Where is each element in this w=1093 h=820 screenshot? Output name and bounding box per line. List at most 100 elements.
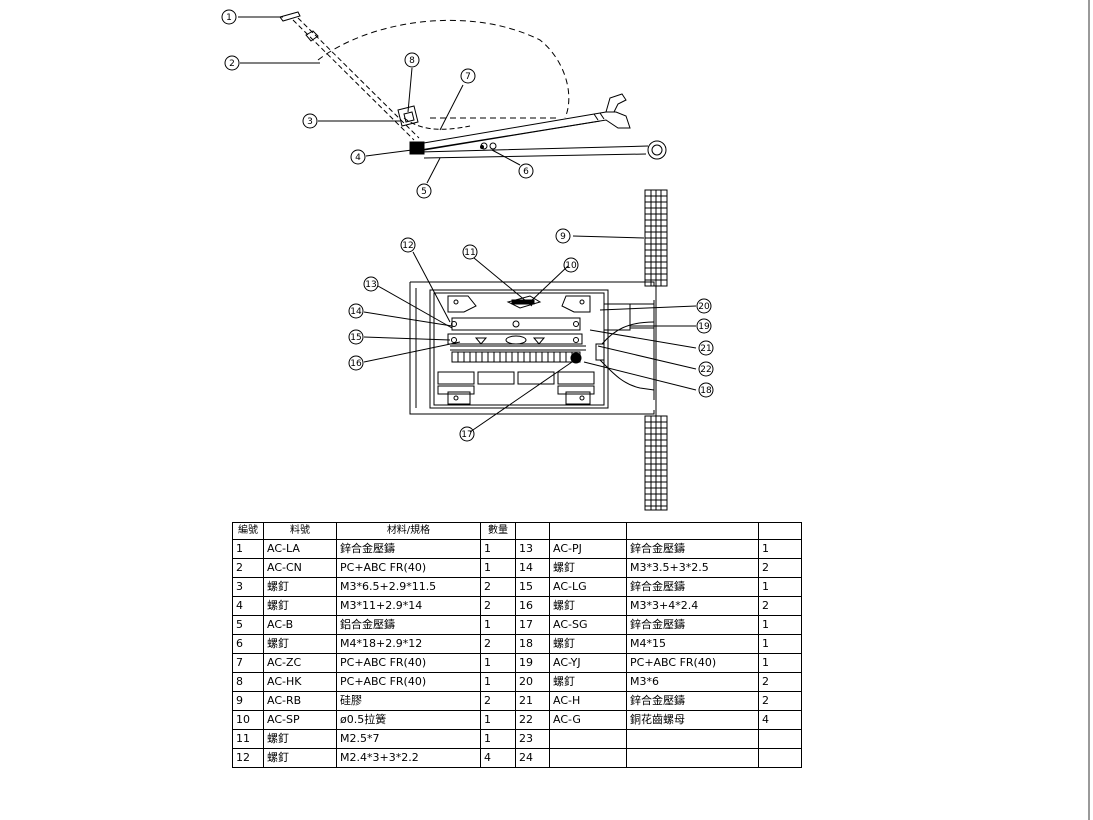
- callout-15: 15: [348, 329, 364, 345]
- table-row: 12 螺釘 M2.4*3+3*2.2 4 24: [232, 748, 802, 768]
- callout-16: 16: [348, 355, 364, 371]
- part-spec: M3*6: [626, 672, 759, 692]
- part-code: 螺釘: [263, 748, 337, 768]
- part-code: 螺釘: [549, 558, 627, 578]
- part-spec: M3*3.5+3*2.5: [626, 558, 759, 578]
- part-spec: M3*11+2.9*14: [336, 596, 481, 616]
- part-no: 1: [232, 539, 264, 559]
- part-spec: PC+ABC FR(40): [336, 558, 481, 578]
- part-code: 螺釘: [263, 729, 337, 749]
- callout-19: 19: [696, 318, 712, 334]
- part-qty: 2: [758, 558, 802, 578]
- callout-label: 4: [355, 153, 361, 163]
- part-no: 12: [232, 748, 264, 768]
- callout-label: 1: [226, 13, 232, 23]
- callout-label: 8: [409, 56, 415, 66]
- part-no: 16: [515, 596, 550, 616]
- part-qty: 2: [758, 672, 802, 692]
- part-spec: 鋁合金壓鑄: [336, 615, 481, 635]
- part-qty: 1: [480, 615, 516, 635]
- callout-11: 11: [462, 244, 478, 260]
- table-row: 9 AC-RB 硅膠 2 21 AC-H 鋅合金壓鑄 2: [232, 691, 802, 711]
- part-spec: 鋅合金壓鑄: [626, 691, 759, 711]
- callout-label: 19: [698, 322, 710, 332]
- header-code: 料號: [263, 522, 337, 540]
- header-code-2: [549, 522, 627, 540]
- part-qty: 1: [480, 710, 516, 730]
- part-no: 9: [232, 691, 264, 711]
- part-no: 14: [515, 558, 550, 578]
- part-spec: PC+ABC FR(40): [626, 653, 759, 673]
- callout-9: 9: [555, 228, 571, 244]
- part-code: AC-LA: [263, 539, 337, 559]
- callout-label: 15: [350, 333, 361, 343]
- part-code: [549, 748, 627, 768]
- part-no: 11: [232, 729, 264, 749]
- callouts: 1 2 3 4 5 6 7 8 9 10 11 12 13 14 15 16 1…: [221, 9, 714, 442]
- part-qty: 1: [480, 672, 516, 692]
- part-qty: 2: [480, 596, 516, 616]
- part-spec: M3*6.5+2.9*11.5: [336, 577, 481, 597]
- callout-2: 2: [224, 55, 240, 71]
- part-no: 5: [232, 615, 264, 635]
- side-view: [279, 11, 667, 160]
- part-spec: 鋅合金壓鑄: [626, 539, 759, 559]
- table-row: 6 螺釘 M4*18+2.9*12 2 18 螺釘 M4*15 1: [232, 634, 802, 654]
- header-spec: 材料/規格: [336, 522, 481, 540]
- part-spec: 鋅合金壓鑄: [626, 615, 759, 635]
- part-no: 13: [515, 539, 550, 559]
- callout-4: 4: [350, 149, 366, 165]
- callout-label: 2: [229, 59, 235, 69]
- part-code: AC-LG: [549, 577, 627, 597]
- part-qty: 1: [758, 634, 802, 654]
- part-code: AC-PJ: [549, 539, 627, 559]
- part-code: 螺釘: [263, 577, 337, 597]
- parts-table: 編號 料號 材料/規格 數量 1 AC-LA 鋅合金壓鑄 1 13 AC-PJ …: [232, 522, 802, 768]
- part-qty: 2: [480, 577, 516, 597]
- part-spec: [626, 748, 759, 768]
- part-no: 8: [232, 672, 264, 692]
- part-no: 15: [515, 577, 550, 597]
- top-view: [409, 281, 655, 415]
- callout-7: 7: [460, 68, 476, 84]
- part-qty: 1: [480, 729, 516, 749]
- part-code: AC-YJ: [549, 653, 627, 673]
- part-qty: [758, 748, 802, 768]
- table-row: 3 螺釘 M3*6.5+2.9*11.5 2 15 AC-LG 鋅合金壓鑄 1: [232, 577, 802, 597]
- part-code: AC-CN: [263, 558, 337, 578]
- part-no: 2: [232, 558, 264, 578]
- part-qty: 4: [758, 710, 802, 730]
- callout-label: 6: [523, 167, 529, 177]
- callout-label: 11: [464, 248, 475, 258]
- callout-8: 8: [404, 52, 420, 68]
- table-row: 2 AC-CN PC+ABC FR(40) 1 14 螺釘 M3*3.5+3*2…: [232, 558, 802, 578]
- callout-13: 13: [363, 276, 379, 292]
- part-qty: 4: [480, 748, 516, 768]
- part-no: 7: [232, 653, 264, 673]
- part-qty: 2: [758, 691, 802, 711]
- header-spec-2: [626, 522, 759, 540]
- part-no: 3: [232, 577, 264, 597]
- part-no: 17: [515, 615, 550, 635]
- table-row: 10 AC-SP ø0.5拉簧 1 22 AC-G 銅花齒螺母 4: [232, 710, 802, 730]
- part-qty: 1: [480, 558, 516, 578]
- part-qty: 2: [480, 691, 516, 711]
- part-code: AC-G: [549, 710, 627, 730]
- table-row: 7 AC-ZC PC+ABC FR(40) 1 19 AC-YJ PC+ABC …: [232, 653, 802, 673]
- parts-table-header: 編號 料號 材料/規格 數量: [232, 522, 802, 540]
- part-code: AC-HK: [263, 672, 337, 692]
- rubber-pads: [644, 189, 668, 511]
- part-spec: M4*18+2.9*12: [336, 634, 481, 654]
- part-spec: [626, 729, 759, 749]
- table-row: 8 AC-HK PC+ABC FR(40) 1 20 螺釘 M3*6 2: [232, 672, 802, 692]
- part-code: 螺釘: [549, 634, 627, 654]
- part-spec: ø0.5拉簧: [336, 710, 481, 730]
- part-code: AC-B: [263, 615, 337, 635]
- table-row: 1 AC-LA 鋅合金壓鑄 1 13 AC-PJ 鋅合金壓鑄 1: [232, 539, 802, 559]
- callout-label: 7: [465, 72, 471, 82]
- part-code: 螺釘: [263, 596, 337, 616]
- callout-label: 21: [700, 344, 711, 354]
- callout-6: 6: [518, 163, 534, 179]
- part-no: 22: [515, 710, 550, 730]
- callout-14: 14: [348, 303, 364, 319]
